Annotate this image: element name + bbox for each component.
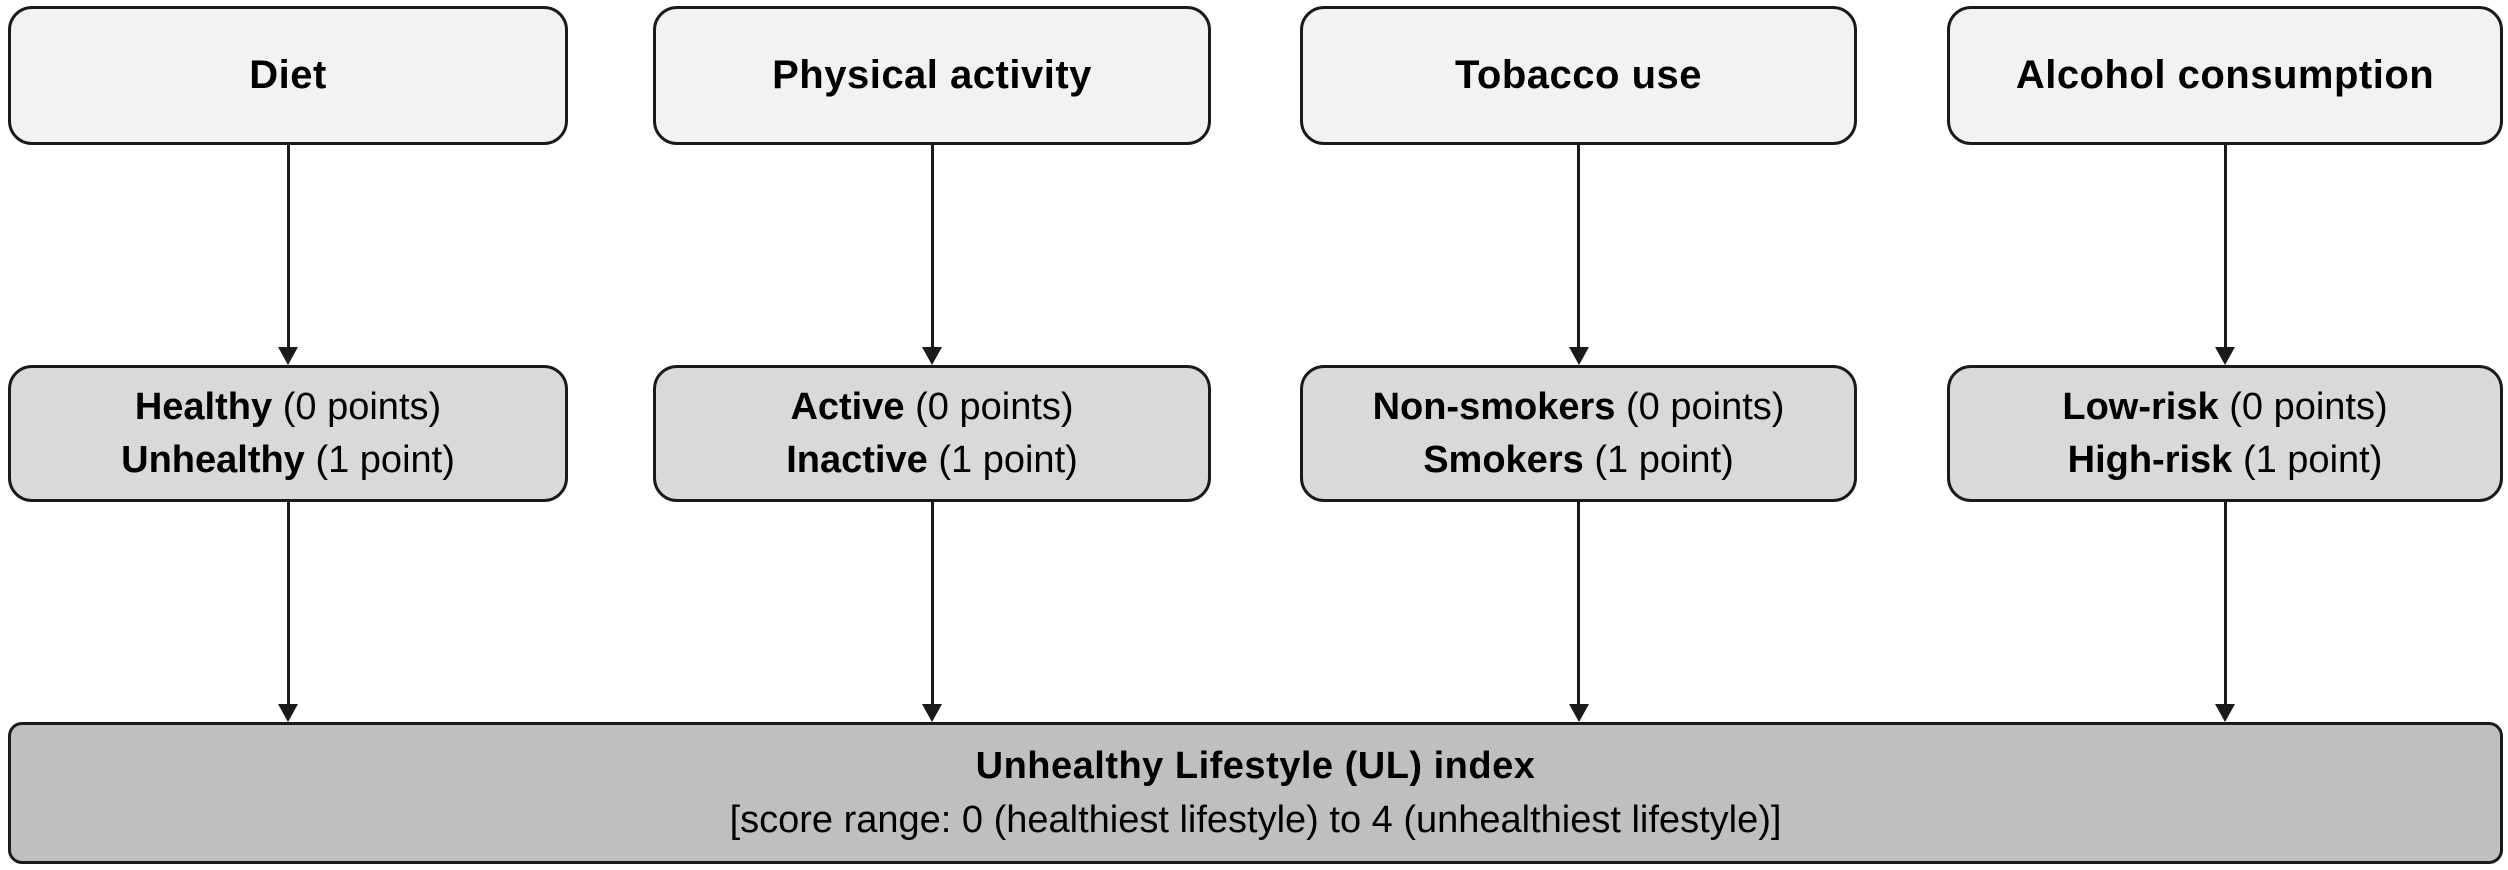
category-box-tobacco-use: Non-smokers(0 points) Smokers(1 point) [1300,365,1857,502]
category-box-alcohol-consumption: Low-risk(0 points) High-risk(1 point) [1947,365,2503,502]
arrow-line [930,145,934,348]
category-points: (0 points) [282,385,442,428]
diagram-column-diet: Diet Healthy(0 points) Unhealthy(1 point… [8,6,568,722]
category-points: (1 point) [938,438,1078,481]
category-points: (1 point) [2242,438,2383,481]
factor-box-diet: Diet [8,6,568,145]
category-line: Active(0 points) [790,381,1073,434]
arrow-line [2223,502,2227,705]
arrow-down-icon [1568,704,1589,722]
factor-label: Diet [249,53,327,97]
result-subtitle: [score range: 0 (healthiest lifestyle) t… [729,799,1782,841]
category-points: (0 points) [1626,385,1785,428]
diagram-column-tobacco-use: Tobacco use Non-smokers(0 points) Smoker… [1300,6,1857,722]
down-arrow [8,502,568,722]
arrow-line [1577,502,1580,705]
category-label: Inactive [786,438,928,481]
down-arrow [653,502,1211,722]
category-line: Inactive(1 point) [786,434,1078,487]
arrow-line [1577,145,1580,348]
down-arrow [1300,145,1857,365]
down-arrow [8,145,568,365]
category-line: Non-smokers(0 points) [1373,381,1785,434]
category-points: (0 points) [915,385,1074,428]
down-arrow [1947,502,2503,722]
factor-box-alcohol-consumption: Alcohol consumption [1947,6,2503,145]
category-label: Unhealthy [121,438,305,481]
category-box-diet: Healthy(0 points) Unhealthy(1 point) [8,365,568,502]
category-line: Low-risk(0 points) [2062,381,2387,434]
factor-box-physical-activity: Physical activity [653,6,1211,145]
category-line: High-risk(1 point) [2068,434,2383,487]
category-label: Healthy [134,385,273,428]
factor-label: Alcohol consumption [2015,53,2435,97]
arrow-down-icon [922,704,942,722]
category-line: Healthy(0 points) [135,381,441,434]
arrow-line [2223,145,2227,348]
down-arrow [653,145,1211,365]
factor-box-tobacco-use: Tobacco use [1300,6,1857,145]
diagram-column-physical-activity: Physical activity Active(0 points) Inact… [653,6,1211,722]
arrow-line [286,145,290,348]
arrow-down-icon [278,347,298,365]
arrow-down-icon [2215,347,2235,365]
factor-label: Physical activity [772,53,1092,97]
arrow-down-icon [1568,347,1589,365]
arrow-line [286,502,290,705]
arrow-down-icon [922,347,942,365]
category-points: (1 point) [315,438,455,481]
result-box-unhealthy-lifestyle-index: Unhealthy Lifestyle (UL) index [score ra… [8,722,2503,864]
category-label: Low-risk [2062,385,2219,428]
arrow-down-icon [2215,704,2235,722]
arrow-down-icon [278,704,298,722]
category-line: Smokers(1 point) [1423,434,1734,487]
category-points: (0 points) [2229,385,2388,428]
category-line: Unhealthy(1 point) [121,434,455,487]
arrow-line [930,502,934,705]
factor-label: Tobacco use [1454,53,1703,97]
category-box-physical-activity: Active(0 points) Inactive(1 point) [653,365,1211,502]
category-label: Active [790,385,905,428]
category-label: Smokers [1423,438,1584,481]
category-label: High-risk [2067,438,2233,481]
category-points: (1 point) [1594,438,1734,481]
diagram-column-alcohol-consumption: Alcohol consumption Low-risk(0 points) H… [1947,6,2503,722]
down-arrow [1947,145,2503,365]
down-arrow [1300,502,1857,722]
category-label: Non-smokers [1372,385,1616,428]
result-title: Unhealthy Lifestyle (UL) index [975,745,1536,787]
